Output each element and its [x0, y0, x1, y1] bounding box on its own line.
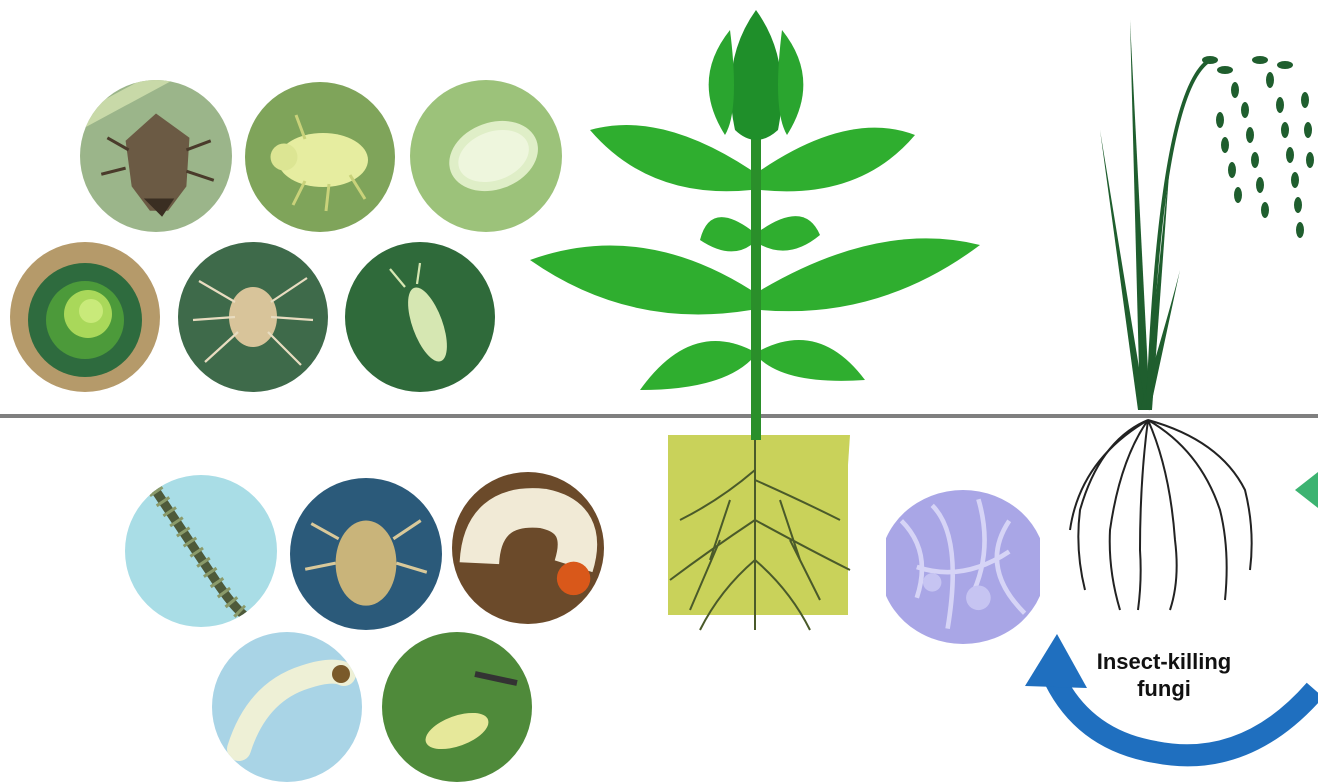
- fungi-label-line2: fungi: [1090, 675, 1238, 702]
- mosquito-larva-photo: [125, 475, 277, 627]
- rice-plant-illustration: [1060, 10, 1318, 620]
- rice-leaves: [1100, 20, 1180, 410]
- fungi-label-line1: Insect-killing: [1090, 648, 1238, 675]
- rice-grains: [1202, 56, 1314, 238]
- aphid-photo: [245, 82, 395, 232]
- side-arrow-icon: [1295, 470, 1318, 510]
- stink-bug-photo: [80, 80, 232, 232]
- root-maggot-photo: [212, 632, 362, 782]
- fungi-label: Insect-killing fungi: [1090, 648, 1238, 702]
- root-aphid-photo: [290, 478, 442, 630]
- broadleaf-plant-illustration: [520, 0, 990, 650]
- armyworm-photo: [10, 242, 160, 392]
- spider-mite-photo: [178, 242, 328, 392]
- thrips-pupa-photo: [382, 632, 532, 782]
- thrips-larva-photo: [345, 242, 495, 392]
- rice-roots: [1070, 420, 1252, 610]
